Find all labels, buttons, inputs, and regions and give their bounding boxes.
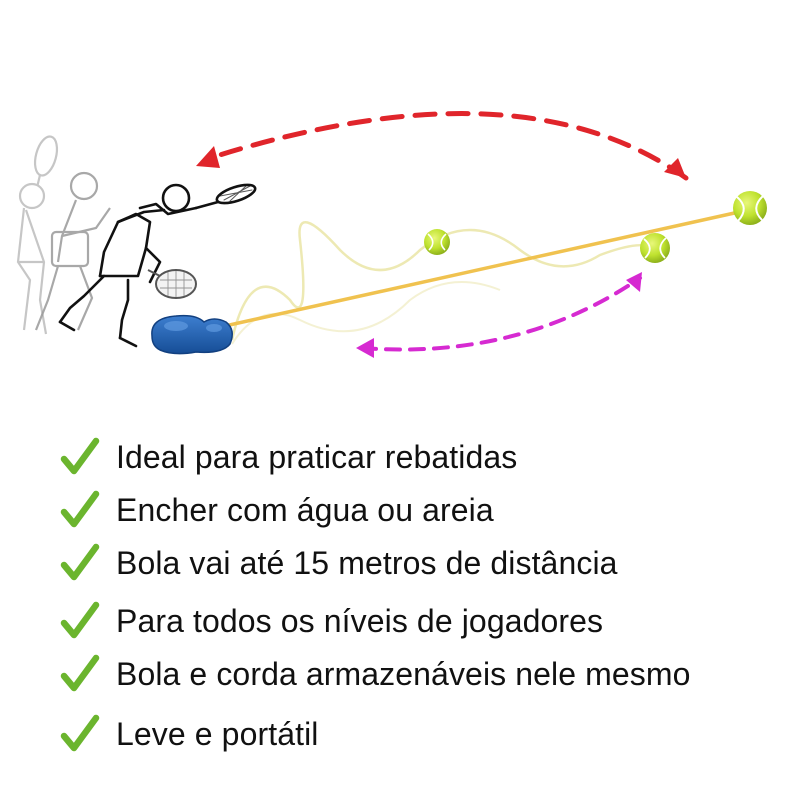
feature-text: Bola vai até 15 metros de distância (116, 544, 618, 581)
check-mark-icon (60, 601, 100, 639)
check-mark-icon (60, 714, 100, 752)
tennis-ball-far (733, 191, 767, 225)
feature-item-5: Bola e corda armazenáveis nele mesmo (60, 649, 691, 699)
feature-text: Ideal para praticar rebatidas (116, 438, 518, 475)
feature-item-4: Para todos os níveis de jogadores (60, 596, 603, 646)
check-mark-icon (60, 543, 100, 581)
return-arc-arrow (196, 111, 689, 181)
elastic-cord (215, 208, 749, 330)
feature-text: Encher com água ou areia (116, 491, 494, 528)
feature-item-3: Bola vai até 15 metros de distância (60, 538, 618, 588)
racket-ghost (147, 269, 197, 299)
feature-text: Para todos os níveis de jogadores (116, 602, 604, 639)
feature-item-6: Leve e portátil (60, 709, 319, 759)
feature-text: Bola e corda armazenáveis nele mesmo (116, 655, 691, 692)
tennis-ball-near (424, 229, 450, 255)
trainer-base (151, 314, 233, 355)
check-mark-icon (60, 654, 100, 692)
tennis-player-figure (58, 183, 257, 348)
tennis-player-ghost-2 (34, 171, 111, 331)
check-mark-icon (60, 490, 100, 528)
tennis-ball-mid (640, 233, 670, 263)
ball-trail (230, 221, 653, 341)
feature-item-2: Encher com água ou areia (60, 485, 494, 535)
check-mark-icon (60, 437, 100, 475)
hit-arc-arrow (356, 272, 642, 358)
tennis-trainer-illustration (16, 111, 767, 358)
feature-text: Leve e portátil (116, 715, 319, 752)
tennis-player-ghost-1 (16, 135, 59, 335)
feature-item-1: Ideal para praticar rebatidas (60, 432, 517, 482)
